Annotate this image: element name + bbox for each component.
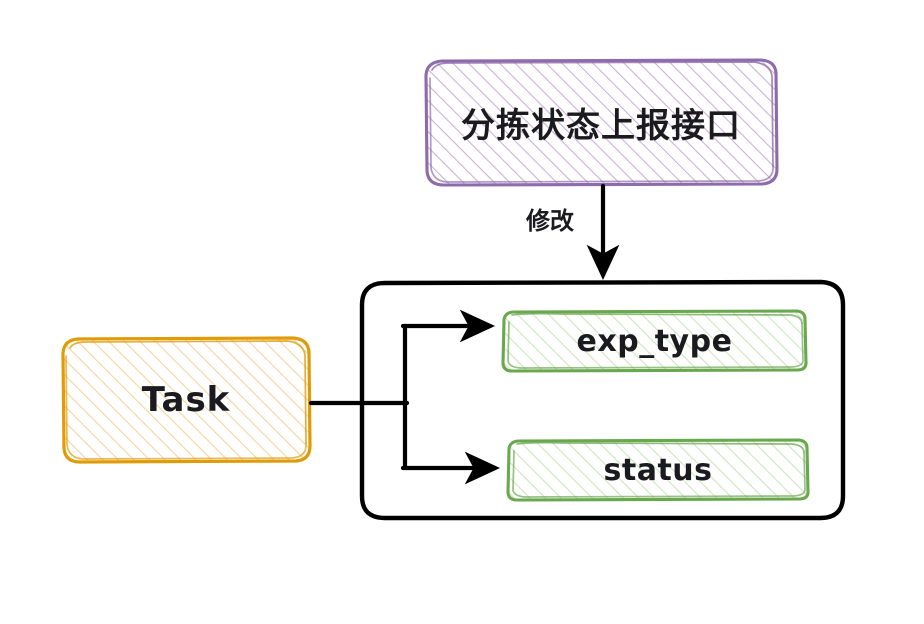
node-status[interactable]	[506, 438, 810, 502]
node-exp-type[interactable]	[501, 309, 808, 373]
node-group-container[interactable]	[359, 279, 846, 521]
edge-task-to-fields[interactable]	[308, 309, 501, 485]
node-task[interactable]	[61, 336, 312, 464]
node-interface[interactable]	[424, 58, 779, 187]
